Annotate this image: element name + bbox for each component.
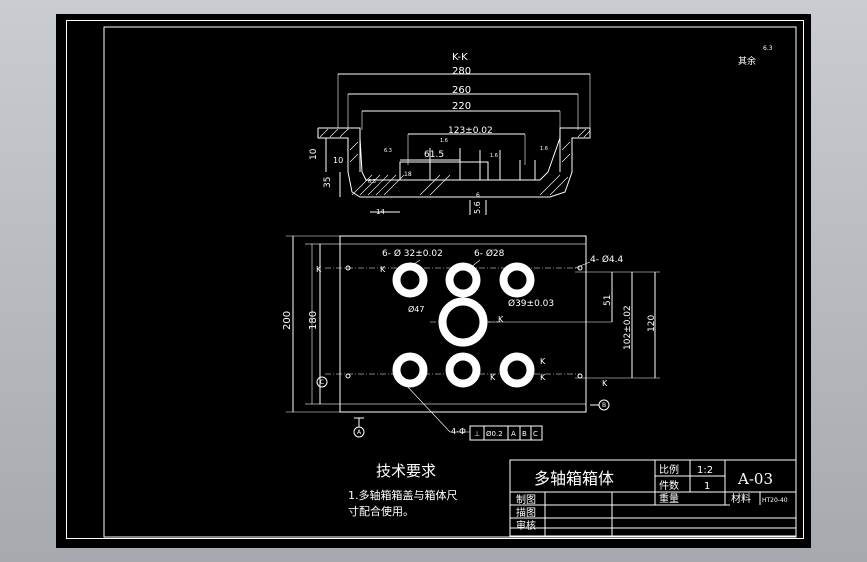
tech-requirements-line-2: 寸配合使用。: [348, 505, 414, 518]
roughness-1: 6.3: [384, 148, 392, 154]
dim-61-5: 61.5: [424, 150, 444, 160]
dim-39: Ø39±0.03: [508, 298, 554, 309]
tech-requirements-line-1: 1.多轴箱箱盖与箱体尺: [348, 489, 458, 502]
material-value: HT20-40: [762, 497, 788, 504]
section-mark-5: K: [540, 357, 546, 366]
dim-35: 35: [323, 177, 333, 188]
tol-datum-c: C: [533, 430, 538, 438]
weight-label: 重量: [659, 492, 679, 505]
datum-label-b: B: [602, 402, 606, 409]
dim-18: 18: [404, 171, 412, 178]
surface-finish-value: 6.3: [763, 45, 773, 52]
section-mark-1: K: [316, 265, 322, 274]
count-label: 件数: [659, 479, 679, 492]
roughness-5: 6.3: [368, 179, 376, 185]
section-label: K-K: [452, 52, 468, 63]
surface-finish-label: 其余: [738, 55, 756, 67]
dim-180: 180: [308, 311, 319, 330]
bore-holes: [392, 262, 535, 388]
dim-14: 14: [376, 208, 385, 216]
part-name: 多轴箱箱体: [534, 469, 614, 488]
roughness-4: 1.6: [540, 146, 548, 152]
tol-value: Ø0.2: [486, 430, 503, 438]
dim-51: 51: [603, 295, 613, 306]
title-block: [509, 459, 797, 537]
plan-view: [286, 235, 660, 441]
roughness-2: 1.6: [440, 138, 448, 144]
section-hatching: [319, 128, 591, 196]
datum-c-symbol: [316, 376, 328, 388]
section-mark-6: K: [540, 373, 546, 382]
tech-requirements-title: 技术要求: [376, 462, 437, 480]
section-view: [317, 73, 591, 215]
dim-220: 220: [452, 101, 471, 112]
datum-label-a: A: [357, 429, 362, 436]
drawing-canvas[interactable]: [56, 14, 811, 548]
checked-label: 审核: [516, 519, 536, 532]
holes-28-note: 6- Ø28: [474, 248, 505, 259]
dim-260: 260: [452, 85, 471, 96]
sheet-border: [66, 20, 804, 539]
dim-280: 280: [452, 66, 471, 77]
dim-6: 6: [476, 192, 480, 199]
roughness-3: 1.6: [490, 153, 498, 159]
dim-200: 200: [282, 311, 293, 330]
section-mark-7: K: [602, 379, 608, 388]
section-mark-2: K: [380, 265, 386, 274]
section-mark-4: K: [490, 373, 496, 382]
count-value: 1: [704, 481, 710, 492]
dim-120: 120: [647, 315, 657, 332]
dim-47: Ø47: [408, 304, 424, 314]
inner-frame: [103, 26, 797, 538]
dim-5-6: 5.6: [473, 201, 482, 214]
dim-10-b: 10: [333, 156, 343, 165]
tol-datum-b: B: [522, 430, 527, 438]
traced-label: 描图: [516, 506, 536, 519]
drawn-label: 制图: [516, 493, 536, 506]
dim-10-a: 10: [309, 148, 319, 160]
datum-label-c: C: [320, 379, 324, 386]
tol-datum-a: A: [511, 430, 516, 438]
section-mark-3: K: [498, 315, 504, 324]
dim-102: 102±0.02: [623, 305, 633, 350]
scale-label: 比例: [659, 463, 679, 476]
holes-32-note: 6- Ø 32±0.02: [382, 248, 443, 259]
tolerance-frame: [469, 425, 543, 441]
dim-123: 123±0.02: [448, 126, 493, 136]
drawing-number: A-03: [737, 470, 773, 488]
hole-4-note: 4-Ф: [451, 427, 466, 436]
material-label: 材料: [731, 492, 751, 505]
tol-symbol: ⊥: [474, 430, 480, 438]
holes-4-4-note: 4- Ø4.4: [590, 254, 624, 265]
scale-value: 1:2: [697, 465, 713, 476]
